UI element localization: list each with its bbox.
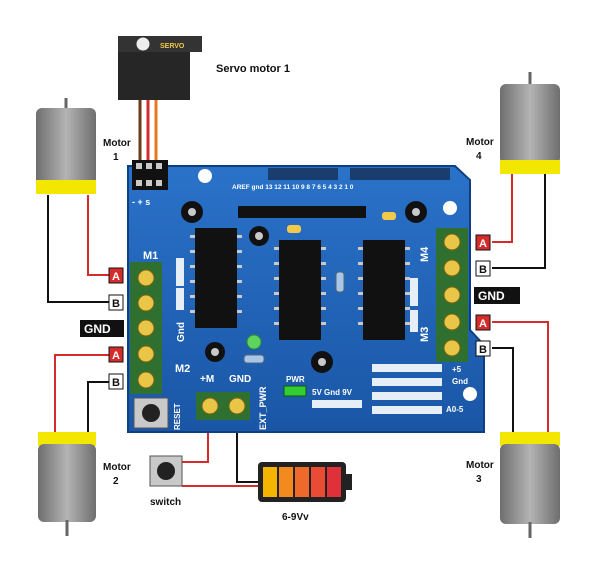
switch-wire-red <box>182 420 209 463</box>
mount-hole <box>198 169 212 183</box>
servo-motor-label: Servo motor 1 <box>216 63 290 75</box>
left-bot-a: A <box>112 350 120 362</box>
right-bot-a-box <box>475 314 491 331</box>
motor1-wire-black <box>47 195 113 303</box>
servo-case-label: SERVO <box>160 43 185 50</box>
servo-body <box>118 48 190 100</box>
motor3-wire-red <box>492 321 549 435</box>
right-bot-a: A <box>479 318 487 330</box>
plus-m-label: +M <box>200 374 214 385</box>
ic-pins <box>190 235 410 325</box>
motor-1 <box>36 98 96 194</box>
motor-3 <box>500 432 560 538</box>
left-bot-b: B <box>112 377 120 389</box>
led <box>246 334 262 350</box>
top-header-right <box>350 168 450 180</box>
motor2-label-2: 2 <box>113 476 119 487</box>
right-gnd-box <box>474 287 520 304</box>
header-pin-labels: AREF gnd 13 12 11 10 9 8 7 6 5 4 3 2 1 0 <box>232 184 354 191</box>
switch[interactable] <box>149 455 183 487</box>
motor4-label-2: 4 <box>476 151 482 162</box>
gnd-label: GND <box>229 374 251 385</box>
left-top-b: B <box>112 298 120 310</box>
gnd-vertical-label: Gnd <box>176 322 187 342</box>
m4-label: M4 <box>419 246 431 262</box>
servo-pin-labels: - + s <box>132 197 150 207</box>
left-gnd: GND <box>84 322 111 336</box>
left-top-a: A <box>112 271 120 283</box>
motor3-label-2: 3 <box>476 474 482 485</box>
left-screws <box>137 269 155 389</box>
right-screws <box>443 233 461 357</box>
small-cap <box>382 212 396 220</box>
motor1-label-2: 1 <box>113 152 119 163</box>
motor2-label-1: Motor <box>103 462 131 473</box>
mount-hole <box>443 201 457 215</box>
battery-cell <box>327 467 341 497</box>
battery-cell <box>263 467 277 497</box>
right-gnd: GND <box>478 289 505 303</box>
gnd-small-label: Gnd <box>452 377 468 386</box>
resistor <box>243 354 265 364</box>
motor4-wire-red <box>492 170 513 243</box>
switch-label: switch <box>150 497 181 508</box>
top-header-left <box>268 168 338 180</box>
right-top-a: A <box>479 238 487 250</box>
left-top-a-box <box>108 267 124 284</box>
m2-label: M2 <box>175 363 190 375</box>
mount-hole <box>463 387 477 401</box>
motor4-wire-black <box>492 170 546 269</box>
motor-4 <box>500 72 560 174</box>
battery-cell <box>279 467 293 497</box>
motor-2 <box>38 432 96 536</box>
m1-label: M1 <box>143 250 158 262</box>
motor1-label-1: Motor <box>103 138 131 149</box>
pwr-jumper[interactable] <box>283 385 307 397</box>
battery-label: 6-9Vv <box>282 512 309 523</box>
power-pins-label: 5V Gnd 9V <box>312 388 353 397</box>
small-pin-headers <box>176 258 418 332</box>
power-screw <box>228 397 246 415</box>
analog-label: A0-5 <box>446 405 464 414</box>
plus5-label: +5 <box>452 365 462 374</box>
motor3-label-1: Motor <box>466 460 494 471</box>
right-top-b: B <box>479 264 487 276</box>
ic-chips <box>195 228 405 340</box>
right-bot-b: B <box>479 344 487 356</box>
analog-pins <box>372 364 442 414</box>
small-cap <box>287 225 301 233</box>
right-top-a-box <box>475 234 491 251</box>
servo-horn <box>135 36 151 52</box>
motor-shield-board: AREF gnd 13 12 11 10 9 8 7 6 5 4 3 2 1 0… <box>127 160 485 433</box>
left-bot-b-box <box>108 373 124 390</box>
power-screw <box>201 397 219 415</box>
battery <box>258 462 352 502</box>
left-bot-a-box <box>108 346 124 363</box>
left-gnd-box <box>80 320 124 337</box>
ext-pwr-label: EXT_PWR <box>258 386 268 430</box>
motor2-wire-black <box>87 381 110 435</box>
power-pins <box>312 400 362 408</box>
motor4-label-1: Motor <box>466 137 494 148</box>
capacitors <box>181 201 427 373</box>
m3-label: M3 <box>419 327 431 342</box>
wires <box>47 98 549 487</box>
servo-motor: SERVO <box>118 36 202 100</box>
battery-cell <box>311 467 325 497</box>
battery-wire-black <box>236 420 258 483</box>
reset-label: RESET <box>173 403 182 430</box>
right-bot-b-box <box>475 340 491 357</box>
resistor <box>335 271 345 293</box>
reset-button-cap[interactable] <box>142 404 160 422</box>
battery-cell <box>295 467 309 497</box>
left-top-b-box <box>108 294 124 311</box>
motor2-wire-red <box>54 354 110 435</box>
right-top-b-box <box>475 260 491 277</box>
motor3-wire-black <box>492 347 514 435</box>
pwr-label: PWR <box>286 375 305 384</box>
motor1-wire-red <box>87 195 113 276</box>
long-header <box>238 206 366 218</box>
